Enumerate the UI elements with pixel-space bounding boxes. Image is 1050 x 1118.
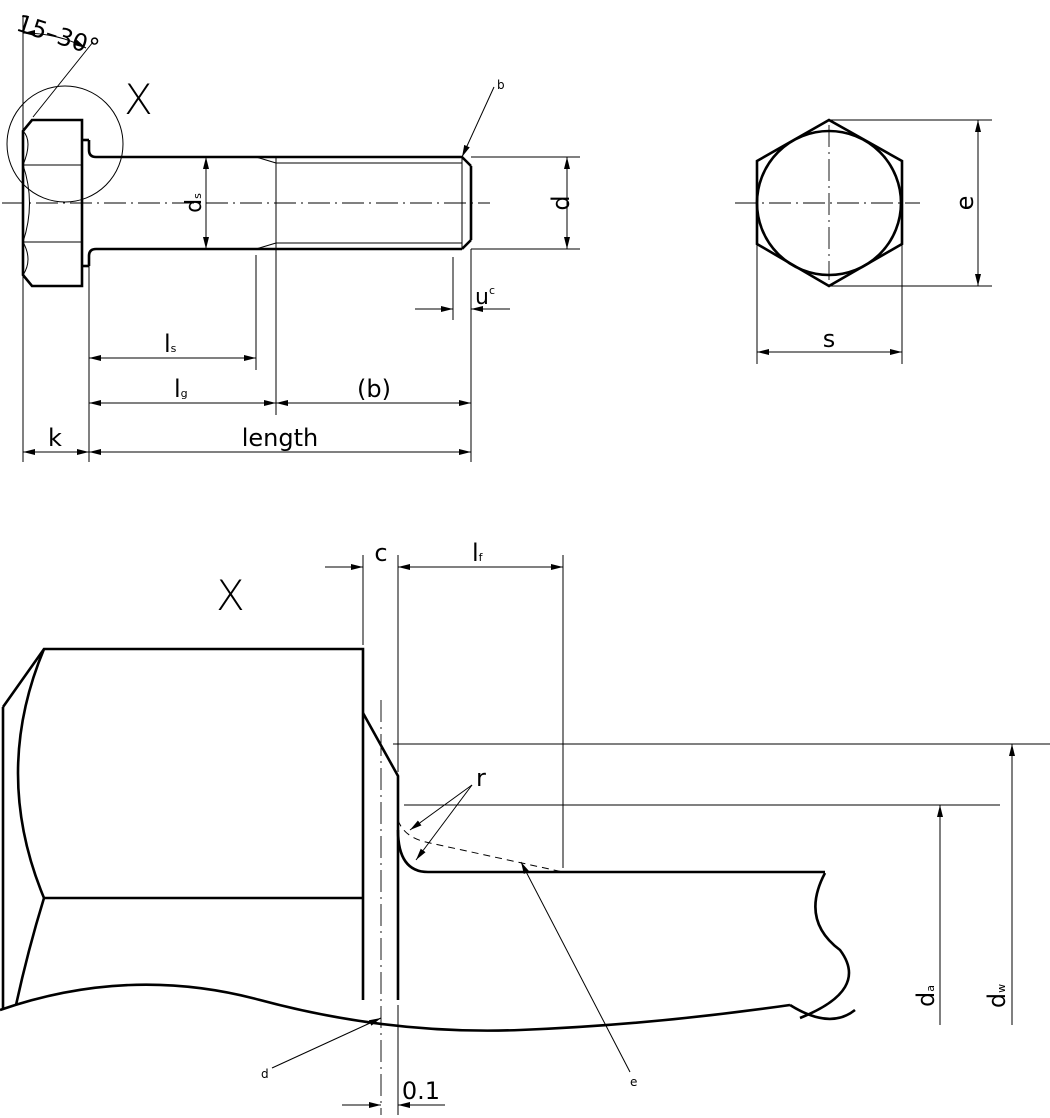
da-sub: a <box>924 985 937 992</box>
svg-text:dw: dw <box>983 984 1011 1008</box>
note-b-label: b <box>497 78 505 92</box>
bolt-shank <box>96 155 473 251</box>
u-label: u <box>475 285 489 310</box>
d-label: d <box>547 195 575 210</box>
end-view: e s <box>735 118 992 364</box>
detail-view: X c lf r d <box>0 539 1050 1115</box>
b-paren-label: (b) <box>357 375 391 403</box>
side-view: 15–30° X b d ds uc ls lg (b) <box>2 9 580 462</box>
dw-sub: w <box>995 984 1008 993</box>
ls-label: l <box>164 330 171 358</box>
note-e-label: e <box>630 1075 637 1089</box>
e-label: e <box>951 196 979 211</box>
r-leader-2 <box>415 784 473 861</box>
leader-e <box>520 861 631 1073</box>
leader-b <box>461 86 495 158</box>
svg-text:ls: ls <box>164 330 177 358</box>
u-sup: c <box>489 284 495 297</box>
k-label: k <box>48 424 62 452</box>
r-label: r <box>476 764 486 792</box>
dim-01-label: 0.1 <box>402 1077 440 1105</box>
s-label: s <box>823 325 836 353</box>
svg-text:lf: lf <box>472 539 484 567</box>
detail-title: X <box>216 571 245 620</box>
svg-text:ds: ds <box>182 193 207 213</box>
dw-label: d <box>983 993 1011 1008</box>
note-d-label: d <box>261 1067 269 1081</box>
ls-sub: s <box>171 342 177 355</box>
lg-sub: g <box>181 387 188 400</box>
lg-label: l <box>174 375 181 403</box>
svg-text:lg: lg <box>174 375 188 403</box>
lf-label: l <box>472 539 479 567</box>
da-label: d <box>912 992 940 1007</box>
c-label: c <box>374 539 387 567</box>
detail-circle <box>6 85 124 203</box>
svg-text:uc: uc <box>475 284 495 310</box>
detail-ref-x: X <box>124 75 153 124</box>
r-leader-1 <box>409 784 473 831</box>
leader-d <box>271 1017 382 1069</box>
svg-text:da: da <box>912 985 940 1007</box>
ds-label: d <box>182 199 207 213</box>
angle-label: 15–30° <box>13 9 103 62</box>
angle-dimension <box>22 30 87 49</box>
lf-sub: f <box>479 551 484 564</box>
length-label: length <box>242 424 319 452</box>
ds-sub: s <box>191 193 204 199</box>
